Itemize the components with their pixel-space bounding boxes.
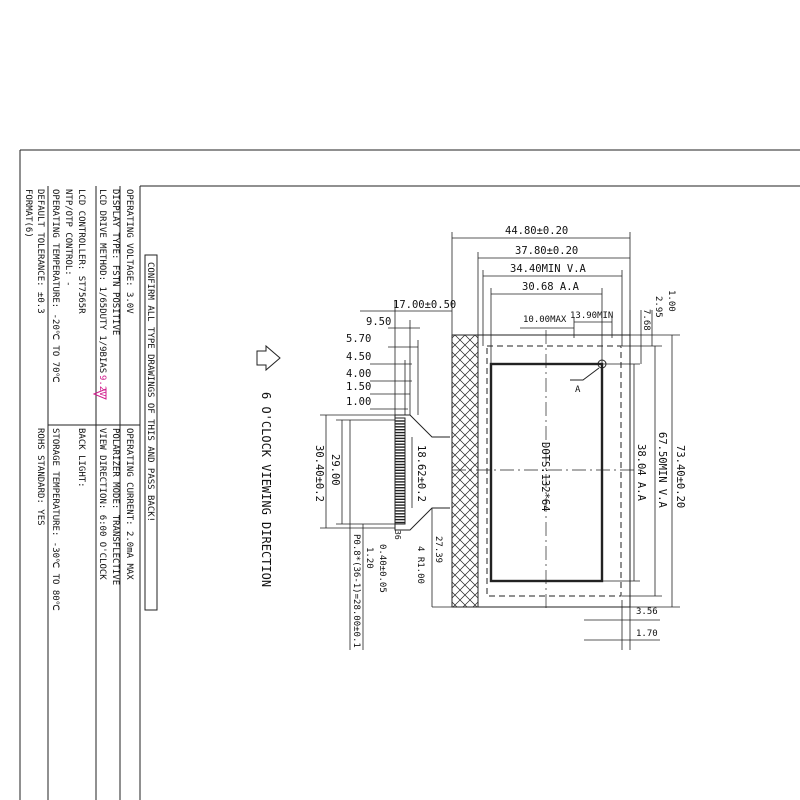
dim-37-80: 37.80±0.20 [515, 245, 578, 257]
dim-0-40: 0.40±0.05 [377, 544, 387, 593]
spec-op-current: OPERATING CURRENT: 2.0mA MAX [124, 428, 134, 580]
dim-30-68: 30.68 A.A [522, 281, 580, 293]
spec-view-dir: VIEW DIRECTION: 6:00 O'CLOCK [97, 428, 107, 580]
dim-3-56: 3.56 [636, 607, 658, 617]
spec-format: FORMAT(6) [23, 189, 33, 238]
view-arrow-icon [256, 344, 281, 372]
dim-4-50: 4.50 [346, 351, 371, 363]
dim-29-00: 29.00 [329, 454, 341, 486]
dim-5-70: 5.70 [346, 333, 371, 345]
dim-67-50: 67.50MIN V.A [656, 432, 668, 509]
dim-73-40: 73.40±0.20 [674, 445, 686, 508]
dim-pitch: P0.8*(36-1)=28.00±0.1 [351, 534, 361, 648]
dim-2-95: 2.95 [653, 296, 663, 318]
sheet-frame [19, 149, 800, 800]
detail-a-label: A [575, 385, 581, 395]
dim-34-40: 34.40MIN V.A [510, 263, 587, 275]
right-dimensions [584, 310, 680, 650]
spec-display-type: DISPLAY TYPE: FSTN POSITIVE [110, 189, 120, 335]
pin-36-label: 36 [393, 530, 402, 540]
spec-rev-mark: 9.2V [97, 375, 107, 397]
dim-38-04: 38.04 A.A [635, 444, 647, 502]
hatched-edge [451, 334, 479, 608]
spec-backlight: BACK LIGHT: [76, 428, 86, 488]
lcd-outline [452, 330, 640, 612]
dim-44-80: 44.80±0.20 [505, 225, 568, 237]
rev-triangle-icon [92, 388, 107, 400]
dim-1-00: 1.00 [666, 290, 676, 312]
spec-voltage: OPERATING VOLTAGE: 3.0V [124, 189, 134, 314]
dim-18-62: 18.62±0.2 [415, 445, 427, 502]
spec-op-temp: OPERATING TEMPERATURE: -20℃ TO 70℃ [50, 189, 60, 383]
confirm-text: CONFIRM ALL TYPE DRAWINGS OF THIS AND PA… [145, 262, 155, 522]
dots-label: DOTS:132*64 [539, 442, 551, 512]
dim-9-50: 9.50 [366, 316, 391, 328]
dim-30-40: 30.40±0.2 [313, 445, 325, 502]
spec-storage-temp: STORAGE TEMPERATURE: -30℃ TO 80℃ [50, 428, 60, 611]
view-direction-text: 6 O'CLOCK VIEWING DIRECTION [259, 392, 273, 587]
spec-controller: LCD CONTROLLER: ST7565R [76, 189, 86, 314]
dim-1-20: 1.20 [364, 547, 374, 569]
dim-1-70: 1.70 [636, 629, 658, 639]
spec-ntp: NTP/OTP CONTROL: - [63, 189, 73, 287]
spec-polarizer: POLARIZER MODE: TRANSFLECTIVE [110, 428, 120, 585]
dim-13-90: 13.90MIN [570, 311, 613, 321]
dim-27-39: 27.39 [433, 536, 443, 563]
dim-10-00: 10.00MAX [523, 315, 567, 325]
fpc-dimensions [320, 300, 452, 650]
dim-17-00: 17.00±0.50 [393, 299, 456, 311]
confirm-box [144, 254, 158, 611]
dim-7-68: 7.68 [641, 309, 651, 331]
spec-tolerance: DEFAULT TOLERANCE: ±0.3 [35, 189, 45, 314]
spec-left-block: FORMAT(6) DEFAULT TOLERANCE: ±0.3 OPERAT… [23, 189, 134, 400]
dim-4-00: 4.00 [346, 368, 371, 380]
spec-drive: LCD DRIVE METHOD: 1/65DUTY 1/9BIAS [97, 189, 107, 373]
dim-1-00b: 1.00 [346, 396, 371, 408]
fpc-cable [394, 414, 450, 531]
dim-4-r1: 4 R1.00 [415, 546, 425, 584]
spec-rohs: ROHS STANDARD: YES [35, 428, 45, 526]
spec-right-block: ROHS STANDARD: YES STORAGE TEMPERATURE: … [35, 428, 134, 611]
dim-1-50: 1.50 [346, 381, 371, 393]
